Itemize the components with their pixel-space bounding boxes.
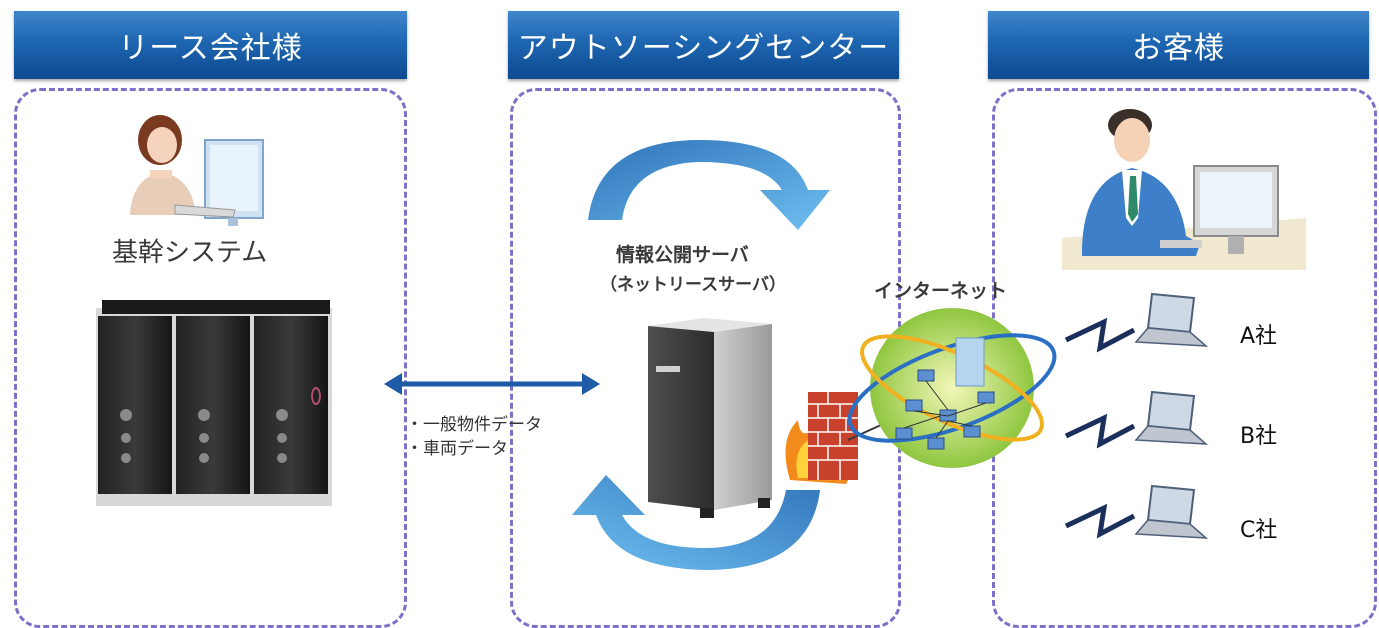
customer-c-label: C社	[1240, 518, 1278, 543]
customer-a-laptop-icon	[1064, 292, 1209, 353]
internet-label: インターネット	[874, 280, 1008, 302]
core-system-label: 基幹システム	[112, 238, 268, 268]
header-leasing-label: リース会社様	[118, 31, 303, 66]
customer-b-laptop-icon	[1064, 390, 1209, 449]
customer-a-label: A社	[1240, 324, 1278, 349]
customer-businessman-icon	[1062, 109, 1306, 270]
firewall-icon	[785, 392, 893, 484]
operator-woman-icon	[130, 115, 264, 226]
arrow-head-left	[384, 373, 402, 395]
header-customer-label: お客様	[1132, 31, 1225, 66]
header-leasing-company: リース会社様	[14, 11, 407, 79]
mainframe-server-icon	[96, 300, 332, 506]
header-outsourcing-center: アウトソーシングセンター	[508, 11, 899, 79]
tower-server-icon	[648, 318, 772, 518]
cycle-arrow-bottom-icon	[572, 475, 820, 570]
data-item-general: ・一般物件データ	[406, 415, 542, 435]
header-outsourcing-label: アウトソーシングセンター	[517, 31, 890, 66]
arrow-head-right	[582, 373, 600, 395]
customer-c-laptop-icon	[1064, 484, 1209, 539]
data-items-list: ・一般物件データ ・車両データ	[406, 413, 542, 461]
cycle-arrow-top-icon	[588, 140, 830, 230]
diagram-graphics	[96, 109, 1306, 570]
data-item-vehicle: ・車両データ	[406, 439, 508, 459]
internet-globe-icon	[847, 308, 1057, 468]
server-subtitle-label: （ネットリースサーバ）	[600, 275, 786, 295]
header-customer: お客様	[988, 11, 1369, 79]
customer-b-label: B社	[1240, 424, 1278, 449]
server-title-label: 情報公開サーバ	[616, 244, 749, 266]
